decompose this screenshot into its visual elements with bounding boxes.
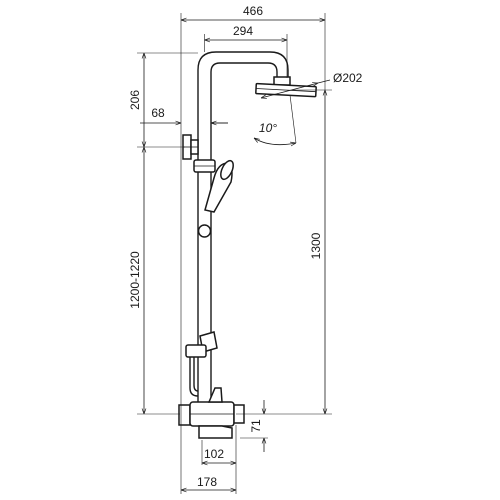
dim-line-head-diameter bbox=[261, 83, 318, 98]
label-rail-to-head: 294 bbox=[233, 24, 253, 38]
shower-column-outline bbox=[178, 51, 317, 439]
head-connector bbox=[273, 76, 291, 86]
label-head-height: 1300 bbox=[309, 232, 323, 259]
wall-bracket-upper bbox=[182, 134, 199, 160]
bath-mixer bbox=[178, 401, 245, 427]
extension-lines bbox=[137, 13, 332, 494]
bath-spout bbox=[198, 425, 233, 439]
label-mixer-depth: 178 bbox=[197, 475, 217, 489]
dim-arc-head-angle bbox=[254, 138, 296, 145]
hand-shower bbox=[204, 159, 234, 213]
label-spout-width: 102 bbox=[204, 447, 224, 461]
shower-hose-inner bbox=[193, 357, 199, 392]
mixer-lever bbox=[207, 387, 223, 403]
hand-shower-holder bbox=[193, 159, 216, 173]
dimension-lines bbox=[140, 20, 331, 490]
label-top-height: 206 bbox=[128, 90, 142, 110]
label-rail-height: 1200-1220 bbox=[128, 251, 142, 309]
riser-pipe-inner bbox=[210, 62, 278, 405]
label-head-angle: 10° bbox=[259, 121, 277, 135]
dimension-labels: 466 294 Ø202 10° 206 68 1200-1220 1300 7… bbox=[128, 4, 363, 489]
label-overall-width: 466 bbox=[243, 4, 263, 18]
label-wall-offset: 68 bbox=[151, 106, 165, 120]
label-head-diameter: Ø202 bbox=[333, 71, 363, 85]
shower-hose bbox=[189, 357, 199, 397]
lower-holder bbox=[185, 331, 218, 358]
label-outlet-drop: 71 bbox=[249, 419, 263, 433]
pipe-joint bbox=[197, 224, 212, 238]
